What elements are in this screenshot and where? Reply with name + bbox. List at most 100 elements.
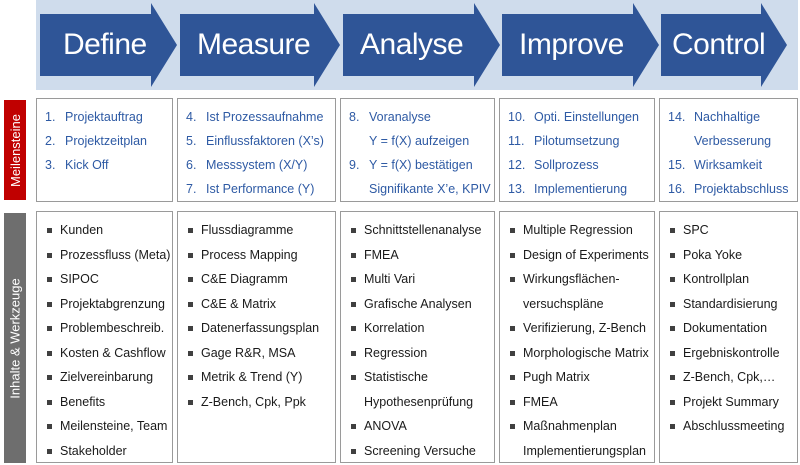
bullet-square-icon <box>670 252 675 258</box>
bullet-square-icon <box>188 277 193 282</box>
tool-text: Stakeholder <box>60 443 127 458</box>
milestones-side-text: Meilensteine <box>7 113 23 187</box>
tool-item: Standardisierung <box>668 292 797 317</box>
bullet-square-icon <box>47 252 52 258</box>
phase-arrow-improve: Improve <box>502 3 659 87</box>
milestone-number: 12. <box>508 158 526 172</box>
milestone-text: Wirksamkeit <box>694 158 763 172</box>
tool-item: Problembeschreib. <box>45 316 172 341</box>
tool-text: Multiple Regression <box>523 223 633 237</box>
tool-item: Implementierungsplan <box>508 439 654 464</box>
tool-text: Metrik & Trend (Y) <box>201 370 303 384</box>
milestone-item: 14.Nachhaltige <box>668 105 797 129</box>
tool-item: Z-Bench, Cpk, Ppk <box>186 390 335 415</box>
milestone-number: 15. <box>668 158 686 172</box>
milestone-item: 9.Y = f(X) bestätigen <box>349 153 494 177</box>
tool-item: Flussdiagramme <box>186 218 335 243</box>
tool-item: Regression <box>349 341 494 366</box>
milestone-item: 1.Projektauftrag <box>45 105 172 129</box>
bullet-square-icon <box>670 228 675 233</box>
tool-text: Ergebniskontrolle <box>683 345 780 360</box>
milestone-number <box>349 129 369 153</box>
bullet-square-icon <box>188 228 193 233</box>
milestone-item: 3.Kick Off <box>45 153 172 177</box>
milestone-number: 9. <box>349 158 360 172</box>
tool-text: FMEA <box>523 394 558 409</box>
arrow-shape <box>180 3 340 87</box>
tool-item: Process Mapping <box>186 243 335 268</box>
tool-text: Abschlussmeeting <box>683 419 785 433</box>
milestone-text: Verbesserung <box>694 134 772 148</box>
bullet-square-icon <box>351 277 356 282</box>
tool-item: Gage R&R, MSA <box>186 341 335 366</box>
phase-arrow-control: Control <box>661 3 787 87</box>
milestone-text: Y = f(X) aufzeigen <box>369 134 470 148</box>
milestone-number: 8. <box>349 110 360 124</box>
bullet-square-icon <box>47 399 52 405</box>
milestone-item: 16.Projektabschluss <box>668 177 797 201</box>
milestone-number: 10. <box>508 110 526 124</box>
tool-item: Multi Vari <box>349 267 494 292</box>
tool-item: SIPOC <box>45 267 172 292</box>
tool-text: Hypothesenprüfung <box>364 394 474 409</box>
bullet-square-icon <box>47 326 52 331</box>
tool-item: Projekt Summary <box>668 390 797 415</box>
phase-label: Measure <box>197 28 311 61</box>
tool-text: Multi Vari <box>364 272 416 286</box>
milestone-item: 12. Sollprozess <box>508 153 654 177</box>
tool-text: Implementierungsplan <box>523 443 646 458</box>
bullet-square-icon <box>510 399 515 405</box>
tool-item: Prozessfluss (Meta) <box>45 243 172 268</box>
bullet-square-icon <box>47 277 52 282</box>
tool-text: Process Mapping <box>201 247 298 262</box>
tool-text: C&E Diagramm <box>201 272 288 286</box>
tool-item: Kosten & Cashflow <box>45 341 172 366</box>
bullet-square-icon <box>510 326 515 331</box>
tool-item: C&E & Matrix <box>186 292 335 317</box>
milestone-text: Sollprozess <box>534 158 599 172</box>
bullet-square-icon <box>351 424 356 429</box>
bullet-square-icon <box>351 326 356 331</box>
milestone-text: Nachhaltige <box>694 110 761 124</box>
bullet-square-icon <box>670 350 675 356</box>
tool-item: Wirkungsflächen- <box>508 267 654 292</box>
milestone-number: 16. <box>668 182 686 196</box>
tool-text: Standardisierung <box>683 296 778 311</box>
milestone-item: 13.Implementierung <box>508 177 654 201</box>
tool-item: FMEA <box>349 243 494 268</box>
milestone-text: Ist Performance (Y) <box>206 182 315 196</box>
bullet-square-icon <box>188 350 193 356</box>
tool-item: Kontrollplan <box>668 267 797 292</box>
bullet-square-icon <box>670 277 675 282</box>
tool-item: Dokumentation <box>668 316 797 341</box>
phase-label: Define <box>63 28 147 61</box>
tool-item: C&E Diagramm <box>186 267 335 292</box>
tool-item: Multiple Regression <box>508 218 654 243</box>
milestone-number: 7. <box>186 182 197 196</box>
tool-text: Kontrollplan <box>683 272 750 286</box>
tool-text: Verifizierung, Z-Bench <box>523 321 646 335</box>
bullet-square-icon <box>188 301 193 307</box>
milestone-number: 1. <box>45 110 56 124</box>
arrow-shape <box>40 3 177 87</box>
tool-text: Projekt Summary <box>683 394 779 409</box>
tool-item: Design of Experiments <box>508 243 654 268</box>
bullet-square-icon <box>47 424 52 429</box>
tools-side-label: Inhalte & Werkzeuge <box>4 213 26 463</box>
milestone-item: 7. Ist Performance (Y) <box>186 177 335 201</box>
tool-text: Statistische <box>364 370 428 384</box>
tool-item: Maßnahmenplan <box>508 414 654 439</box>
milestone-text: Einflussfaktoren (X’s) <box>206 134 324 148</box>
milestone-text: Pilotumsetzung <box>534 134 620 148</box>
milestone-number: 4. <box>186 110 197 124</box>
milestone-text: Signifikante X’e, KPIV <box>369 182 491 196</box>
milestone-item: 5.Einflussfaktoren (X’s) <box>186 129 335 153</box>
tool-text: Design of Experiments <box>523 247 649 262</box>
tool-item: ANOVA <box>349 414 494 439</box>
tool-text: FMEA <box>364 247 399 262</box>
bullet-square-icon <box>510 375 515 380</box>
bullet-square-icon <box>670 375 675 380</box>
